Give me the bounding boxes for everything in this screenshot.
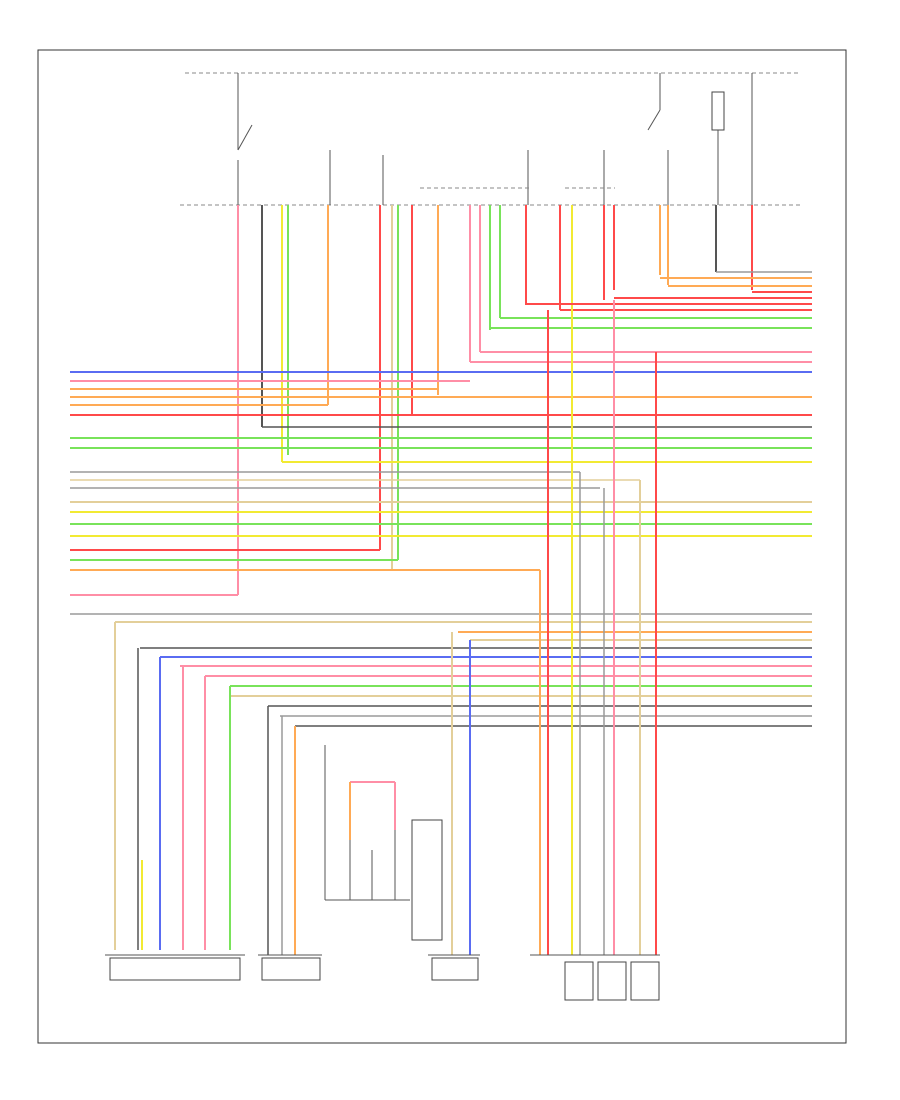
switch-network: [324, 745, 443, 941]
fuel-tank-pressure-sensor-box: [431, 957, 479, 981]
sensor-drops: [114, 300, 657, 955]
ignition-coil-3: [630, 961, 660, 1001]
accelerator-sensor-box: [109, 957, 241, 981]
relay-switch-line-5: [647, 109, 661, 131]
oil-pressure-sensor-box: [261, 957, 321, 981]
lower-harness: [115, 621, 812, 727]
right-upper-links: [470, 271, 812, 363]
harness-lines: [70, 371, 812, 615]
top-fuse-section: [180, 72, 800, 206]
diagram-frame: [37, 49, 847, 1044]
ignition-coil-1: [564, 961, 594, 1001]
network-box: [411, 819, 443, 941]
connector-blocks: [105, 954, 660, 1001]
relay-coil-box: [711, 91, 725, 131]
ignition-coil-2: [597, 961, 627, 1001]
relay-switch-line-2: [237, 124, 253, 151]
